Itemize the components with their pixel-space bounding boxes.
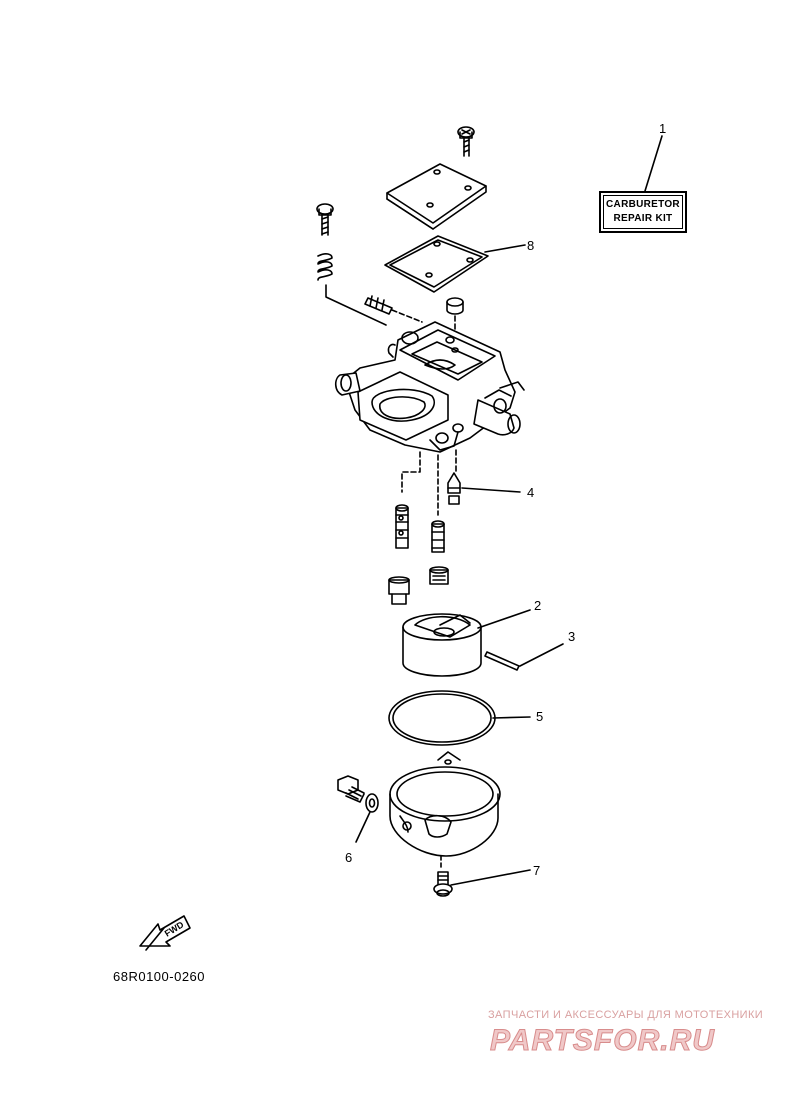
main-nozzle[interactable] (395, 504, 409, 549)
leader-pilot (325, 284, 387, 326)
drawing-code: 68R0100-0260 (113, 969, 206, 984)
float-pin-3[interactable] (484, 651, 520, 671)
cover-plate[interactable] (386, 163, 487, 230)
washer-6[interactable] (365, 793, 379, 813)
leader-1 (644, 135, 663, 192)
jet-holder[interactable] (431, 520, 445, 553)
leader-3 (519, 643, 564, 667)
callout-8: 8 (527, 238, 534, 253)
leader-7 (450, 869, 531, 886)
repair-kit-label[interactable]: CARBURETOR REPAIR KIT (599, 191, 687, 233)
callout-6: 6 (345, 850, 352, 865)
callout-3: 3 (568, 629, 575, 644)
drain-screw[interactable] (337, 775, 365, 803)
plug[interactable] (446, 297, 464, 315)
leader-6 (355, 811, 371, 843)
top-screw[interactable] (457, 126, 475, 157)
watermark-tagline: ЗАПЧАСТИ И АКСЕССУАРЫ ДЛЯ МОТОТЕХНИКИ (488, 1009, 764, 1021)
needle-valve-4[interactable] (447, 472, 461, 505)
float-bowl[interactable] (389, 751, 501, 857)
watermark-logo: PARTSFOR.RU (490, 1024, 715, 1058)
pilot-screw[interactable] (316, 203, 334, 236)
main-jet-right[interactable] (429, 566, 449, 585)
callout-7: 7 (533, 863, 540, 878)
idle-jet[interactable] (364, 295, 393, 315)
callout-1: 1 (659, 121, 666, 136)
bowl-screw-7[interactable] (433, 871, 453, 897)
leader-2 (477, 609, 531, 629)
callout-2: 2 (534, 598, 541, 613)
carburetor-body[interactable] (334, 321, 525, 453)
gasket-8[interactable] (384, 235, 489, 293)
fwd-arrow-icon: FWD (139, 915, 191, 951)
float-2[interactable] (402, 613, 482, 677)
main-jet-left[interactable] (388, 576, 410, 605)
callout-4: 4 (527, 485, 534, 500)
leader-8 (484, 244, 526, 253)
repair-kit-line1: CARBURETOR (606, 199, 680, 210)
callout-5: 5 (536, 709, 543, 724)
leader-idle (391, 309, 423, 323)
spring[interactable] (317, 253, 333, 281)
leader-main (401, 451, 421, 493)
leader-5 (492, 716, 531, 719)
o-ring-5[interactable] (388, 690, 496, 746)
repair-kit-line2: REPAIR KIT (613, 213, 673, 224)
leader-4 (461, 487, 521, 493)
